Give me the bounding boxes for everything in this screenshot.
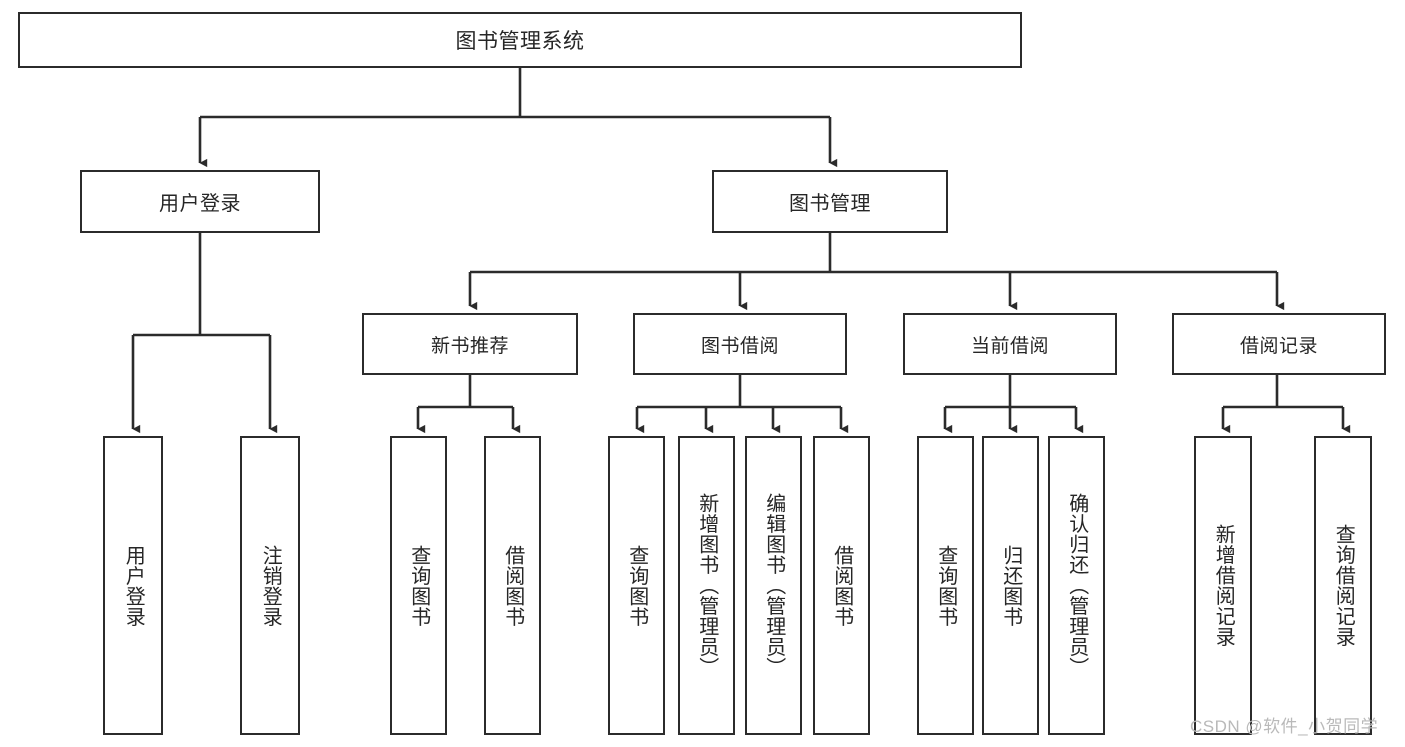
leaf-add-borrow-record[interactable]: 新增借阅记录 — [1194, 436, 1252, 735]
node-label: 借阅图书 — [830, 544, 853, 627]
node-label: 用户登录 — [122, 544, 145, 627]
node-label: 图书管理系统 — [455, 30, 585, 53]
csdn-watermark: CSDN @软件_小贺同学 — [1190, 717, 1379, 736]
leaf-query-book-current[interactable]: 查询图书 — [917, 436, 974, 735]
leaf-borrow-book-recommend[interactable]: 借阅图书 — [484, 436, 541, 735]
node-user-login[interactable]: 用户登录 — [80, 170, 320, 233]
node-book-borrow[interactable]: 图书借阅 — [633, 313, 847, 375]
node-book-management[interactable]: 图书管理 — [712, 170, 948, 233]
leaf-logout[interactable]: 注销登录 — [240, 436, 300, 735]
node-label: 新增借阅记录 — [1212, 524, 1235, 647]
node-label: 确认归还（管理员） — [1065, 493, 1088, 678]
node-new-book-recommend[interactable]: 新书推荐 — [362, 313, 578, 375]
node-label: 注销登录 — [259, 544, 282, 627]
node-label: 借阅图书 — [501, 544, 524, 627]
node-label: 新书推荐 — [430, 335, 509, 357]
node-label: 查询图书 — [625, 544, 648, 627]
leaf-borrow-book[interactable]: 借阅图书 — [813, 436, 870, 735]
node-label: 图书管理 — [789, 193, 871, 215]
leaf-confirm-return-admin[interactable]: 确认归还（管理员） — [1048, 436, 1105, 735]
leaf-query-book-recommend[interactable]: 查询图书 — [390, 436, 447, 735]
leaf-return-book[interactable]: 归还图书 — [982, 436, 1039, 735]
node-label: 查询图书 — [934, 544, 957, 627]
leaf-query-borrow-record[interactable]: 查询借阅记录 — [1314, 436, 1372, 735]
node-label: 用户登录 — [159, 193, 241, 215]
leaf-query-book-borrow[interactable]: 查询图书 — [608, 436, 665, 735]
node-label: 查询图书 — [407, 544, 430, 627]
node-label: 当前借阅 — [970, 335, 1049, 357]
leaf-add-book-admin[interactable]: 新增图书（管理员） — [678, 436, 735, 735]
node-label: 图书借阅 — [700, 335, 779, 357]
node-label: 借阅记录 — [1239, 335, 1318, 357]
leaf-user-login[interactable]: 用户登录 — [103, 436, 163, 735]
leaf-edit-book-admin[interactable]: 编辑图书（管理员） — [745, 436, 802, 735]
node-current-borrow[interactable]: 当前借阅 — [903, 313, 1117, 375]
node-root-system[interactable]: 图书管理系统 — [18, 12, 1022, 68]
node-label: 新增图书（管理员） — [695, 493, 718, 678]
node-label: 归还图书 — [999, 544, 1022, 627]
node-label: 查询借阅记录 — [1332, 524, 1355, 647]
node-borrow-record[interactable]: 借阅记录 — [1172, 313, 1386, 375]
node-label: 编辑图书（管理员） — [762, 493, 785, 678]
